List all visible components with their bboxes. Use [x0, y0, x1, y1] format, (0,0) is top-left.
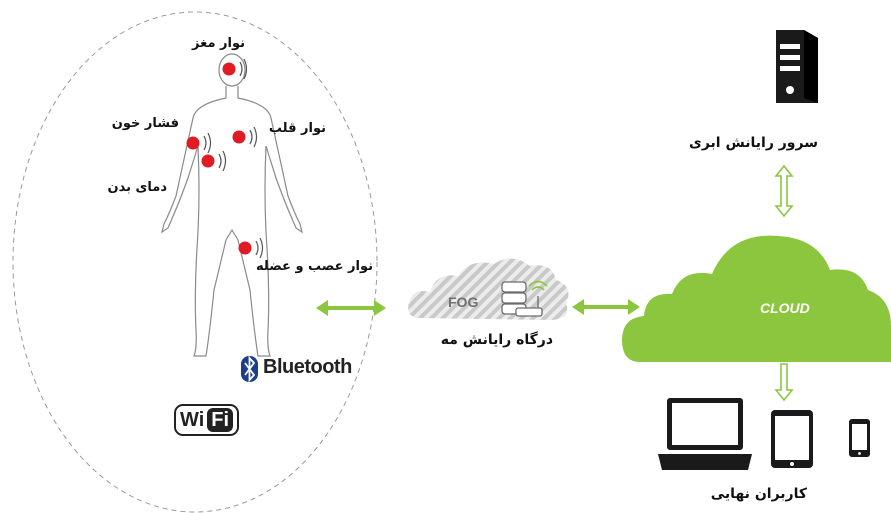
fog-cloud-shape: [408, 258, 569, 320]
phone-icon: [849, 419, 870, 457]
wifi-wi-text: Wi: [180, 409, 205, 431]
cloud-server-label: سرور رایانش ابری: [688, 135, 818, 151]
bluetooth-label: Bluetooth: [263, 356, 352, 378]
bluetooth-icon: [241, 355, 258, 383]
sensor-heart: [232, 126, 258, 148]
arrow-body-fog: [316, 300, 386, 316]
label-emg: نوار عصب و عضله: [256, 259, 373, 274]
arrow-fog-cloud: [572, 299, 640, 315]
cloud-shape: [622, 235, 891, 362]
sensor-blood-pressure: [186, 132, 212, 154]
label-heart: نوار قلب: [268, 121, 326, 136]
body-area-boundary: [12, 11, 378, 513]
cloud-badge: CLOUD: [760, 300, 810, 316]
router-icon: [501, 280, 548, 317]
fog-gateway-label: درگاه رایانش مه: [440, 332, 553, 348]
arrow-cloud-users: [774, 363, 794, 402]
human-body-figure: [161, 53, 303, 357]
fog-badge: FOG: [448, 294, 479, 310]
end-users-label: کاربران نهایی: [710, 486, 807, 502]
laptop-icon: [658, 398, 752, 470]
wifi-logo: Wi Fi: [174, 404, 240, 436]
server-icon: [776, 30, 818, 103]
arrow-server-cloud: [774, 164, 794, 218]
label-brain: نوار مغز: [192, 36, 245, 51]
sensor-body-temp: [201, 150, 227, 172]
label-blood-pressure: فشار خون: [111, 116, 179, 131]
tablet-icon: [771, 410, 813, 468]
wifi-fi-text: Fi: [207, 408, 234, 432]
sensor-emg: [238, 237, 264, 259]
sensor-brain: [222, 58, 248, 80]
label-body-temp: دمای بدن: [107, 180, 167, 195]
